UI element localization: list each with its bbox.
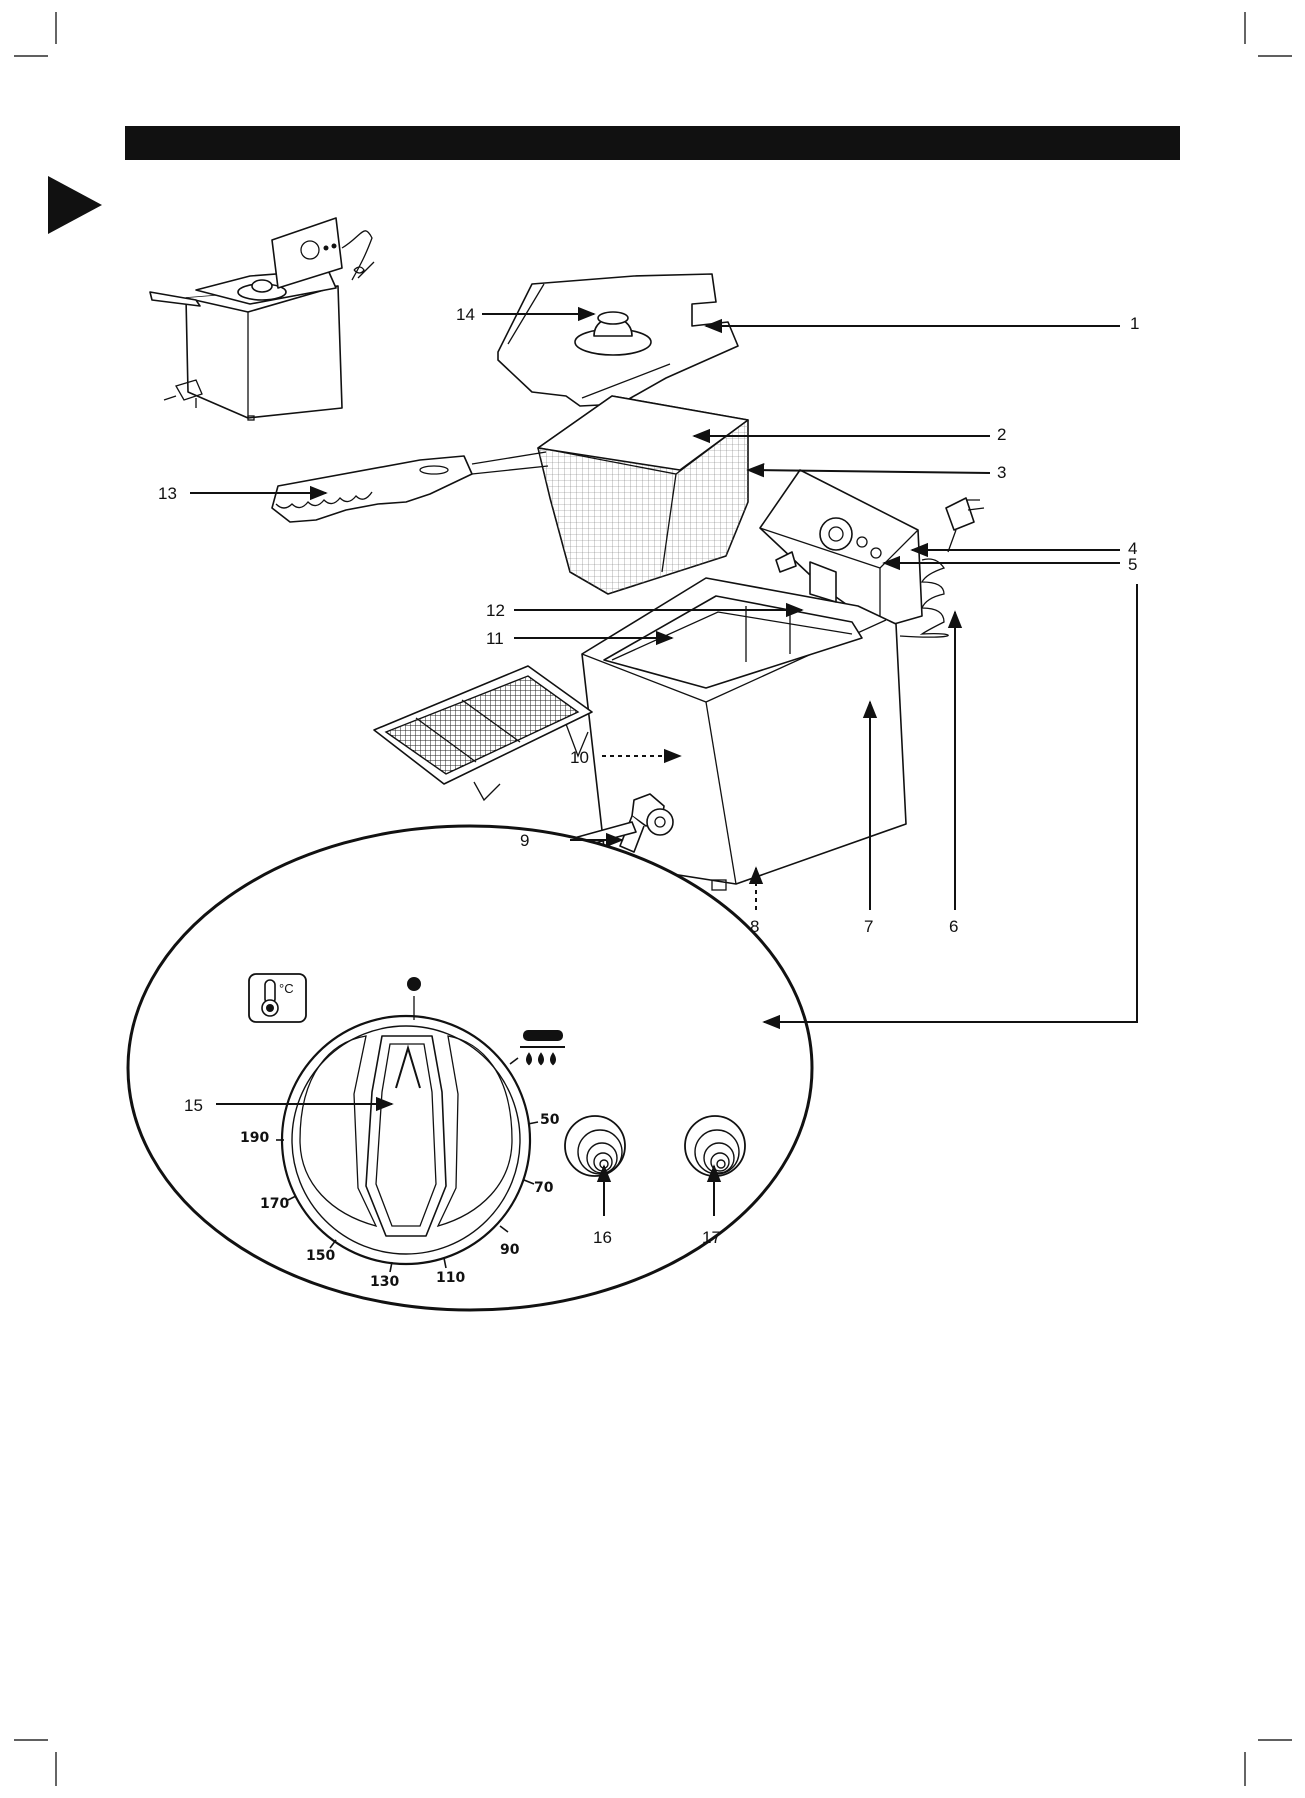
callout-3: 3 — [997, 463, 1006, 482]
lid — [498, 274, 738, 406]
dial-scale-170: 170 — [260, 1196, 289, 1212]
callout-11: 11 — [486, 629, 504, 648]
callout-2: 2 — [997, 425, 1006, 444]
dial-scale-110: 110 — [436, 1270, 465, 1286]
callout-9: 9 — [520, 831, 529, 850]
section-triangle — [48, 176, 102, 234]
header-bar — [125, 126, 1180, 160]
callout-14: 14 — [456, 305, 475, 324]
callout-13: 13 — [158, 484, 177, 503]
callout-6: 6 — [949, 917, 958, 936]
callout-17: 17 — [702, 1228, 721, 1247]
callout-16: 16 — [593, 1228, 612, 1247]
callout-8: 8 — [750, 917, 759, 936]
callout-1: 1 — [1130, 314, 1139, 333]
callout-5: 5 — [1128, 555, 1137, 574]
dial-scale-50: 50 — [540, 1112, 560, 1128]
temperature-icon: °C — [249, 974, 306, 1022]
dial-scale-130: 130 — [370, 1274, 399, 1290]
dial-scale-150: 150 — [306, 1248, 335, 1264]
dial-scale-70: 70 — [534, 1180, 554, 1196]
callout-7: 7 — [864, 917, 873, 936]
callout-15: 15 — [184, 1096, 203, 1115]
oil-filter-grid — [374, 666, 592, 800]
indicator-light-16 — [565, 1116, 625, 1176]
callout-10: 10 — [570, 748, 589, 767]
callout-12: 12 — [486, 601, 505, 620]
dial-scale-190: 190 — [240, 1130, 269, 1146]
assembled-fryer-thumbnail — [150, 218, 374, 420]
frying-basket — [272, 396, 748, 594]
dial-index-dot — [407, 977, 421, 991]
dial-scale-90: 90 — [500, 1242, 520, 1258]
celsius-unit: °C — [279, 981, 294, 996]
